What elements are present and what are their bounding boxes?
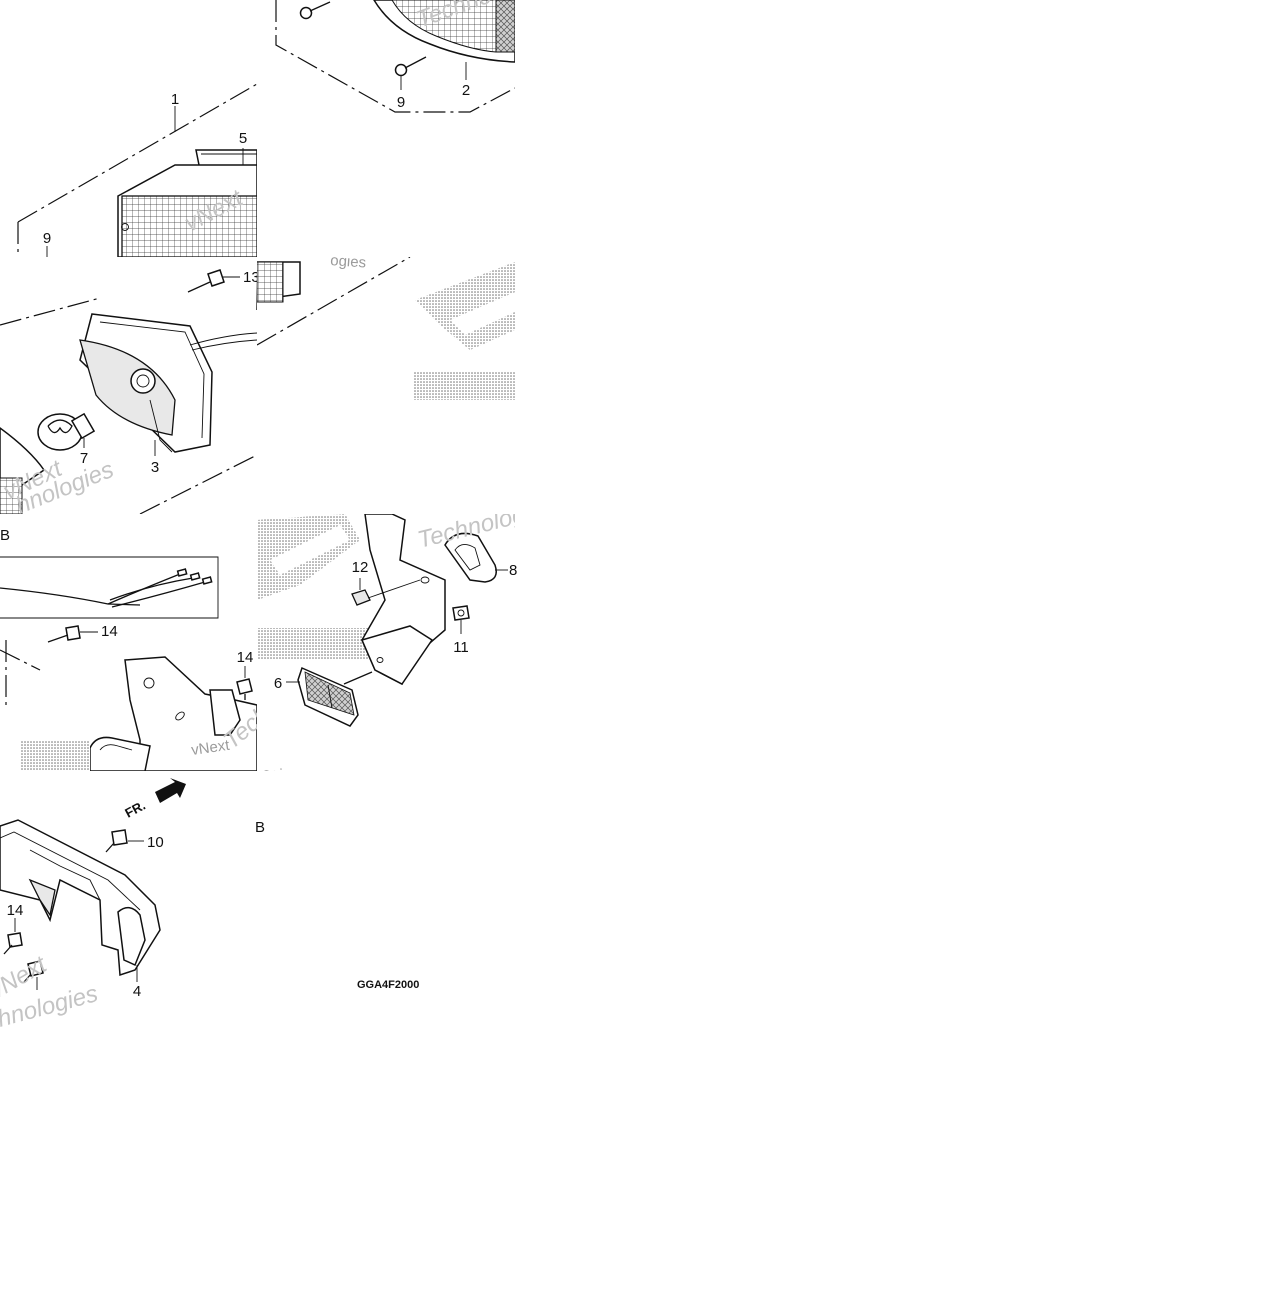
dashed-frame-b xyxy=(139,454,257,514)
nut-12 xyxy=(351,578,421,606)
tile-rear-fender: FR. vNext hnologies xyxy=(0,778,186,1028)
callout-6: 6 xyxy=(274,675,282,692)
wire-a xyxy=(189,332,257,346)
logo-text-band xyxy=(414,372,515,400)
wire-b xyxy=(191,339,257,351)
fender-clip xyxy=(117,906,146,967)
tile-brand-logo: ogies xyxy=(257,252,515,400)
panel-b-frame xyxy=(0,556,219,619)
callout-13b: 14 xyxy=(101,623,118,640)
callout-3: 3 xyxy=(151,459,159,476)
logo-wing xyxy=(415,262,515,350)
lens-screw-hole xyxy=(121,223,129,231)
tile-lens-screws: Technologies xyxy=(275,0,515,113)
bolt-13b xyxy=(47,625,98,643)
bolt-14a xyxy=(236,666,253,700)
callout-5: 5 xyxy=(239,130,247,147)
callout-14a: 14 xyxy=(237,649,254,666)
callout-7: 7 xyxy=(80,450,88,467)
callout-12: 12 xyxy=(352,559,369,576)
bolt-14c xyxy=(23,960,44,990)
dashed-frame xyxy=(0,649,41,671)
callout-1: 1 xyxy=(171,91,179,108)
callout-9b: 9 xyxy=(397,94,405,111)
bulb-7 xyxy=(37,412,96,451)
tile-taillight-assembly: vNext xyxy=(17,83,257,257)
fender-4 xyxy=(0,819,161,977)
watermark: vNext xyxy=(190,737,231,759)
tile-catalog-code: B GGA4F2000 xyxy=(255,819,419,991)
dashed-frame-top xyxy=(17,83,257,223)
screw-top xyxy=(299,1,331,20)
watermark: ogies xyxy=(330,252,367,271)
bolt-10 xyxy=(105,829,144,853)
nut-11 xyxy=(452,605,470,634)
bolt-13a xyxy=(187,269,240,293)
lens-grid xyxy=(121,195,257,257)
housing-inner xyxy=(79,339,176,436)
wire-2 xyxy=(109,577,194,601)
screw-9b xyxy=(394,56,427,90)
dashed-frame-a xyxy=(0,297,101,326)
dashed-frame xyxy=(257,257,411,346)
callout-8: 8 xyxy=(509,562,517,579)
reflector-strip xyxy=(495,0,515,53)
watermark: Technologies xyxy=(415,494,558,554)
bracket-main xyxy=(124,656,257,771)
callout-2: 2 xyxy=(462,82,470,99)
callout-14b: 14 xyxy=(7,902,24,919)
tile-harness-bracket: vNext Technologies xyxy=(0,556,257,771)
tile-reflector-bracket: Technologies ogies xyxy=(257,494,558,784)
logo-text-2 xyxy=(257,628,390,660)
callout-10: 10 xyxy=(147,834,164,851)
callout-4: 4 xyxy=(133,983,141,1000)
tile-housing-bulb: vNext hnologies xyxy=(0,269,257,514)
bolt-14b xyxy=(3,918,23,955)
socket-hole xyxy=(130,368,156,394)
callout-9a: 9 xyxy=(43,230,51,247)
wire-3 xyxy=(111,581,206,608)
watermark: ogies xyxy=(262,765,299,784)
panel-label-b: B xyxy=(0,527,10,544)
wire-harness xyxy=(0,587,141,606)
reflector-6 xyxy=(286,666,373,727)
callout-11: 11 xyxy=(453,639,469,656)
diagram-code: GGA4F2000 xyxy=(357,979,419,991)
dashed-frame xyxy=(275,0,515,113)
callout-13a: 13 xyxy=(243,269,260,286)
front-label: FR. xyxy=(122,798,148,821)
panel-label-b-fragment: B xyxy=(255,819,265,836)
bracket-tab xyxy=(444,532,497,583)
